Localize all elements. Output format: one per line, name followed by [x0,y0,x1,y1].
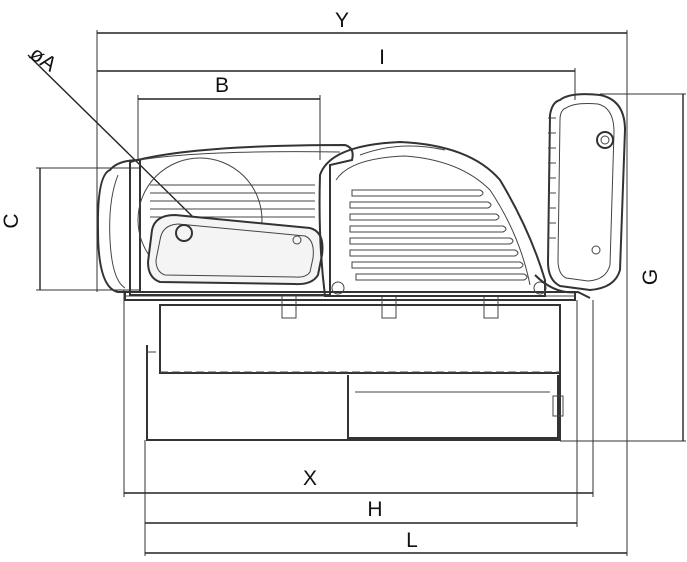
label-b: B [215,74,229,97]
slicer-machine [96,93,627,441]
dial-arm [534,274,591,299]
pivot-screw-right [533,281,547,295]
dial-housing-inner [557,103,615,282]
carriage-rail-housing [159,304,561,374]
label-h: H [367,498,382,521]
dial-screw [591,245,601,255]
pusher-knob-icon [175,224,193,242]
carriage-tray [129,143,354,296]
end-plate [96,158,141,293]
label-g: G [639,269,662,285]
pusher-handle [146,213,324,286]
label-y: Y [335,9,349,32]
pivot-screw-left [331,281,345,295]
tray-ribs [150,184,315,218]
platform-plate [124,291,576,301]
label-i: I [379,46,385,69]
blade-guard-inner [335,155,531,286]
base-housing [146,345,561,441]
thickness-dial-housing [546,93,627,292]
pusher-screw [292,235,302,245]
guard-grille [349,189,528,281]
pusher-handle-inner [155,223,314,278]
motor-block [347,375,559,439]
label-c: C [0,213,23,228]
dimension-lines [27,30,686,556]
label-x: X [303,467,317,490]
end-plate-detail [109,174,126,289]
blade-guard [318,140,546,297]
knob-center [600,135,610,145]
dial-ticks [548,117,556,239]
tray-edge [139,151,341,161]
thickness-knob-icon [596,131,614,149]
blade-guard-top [359,145,446,156]
switch-knob [552,395,564,417]
label-a: øA [26,42,61,76]
label-l: L [406,529,418,552]
